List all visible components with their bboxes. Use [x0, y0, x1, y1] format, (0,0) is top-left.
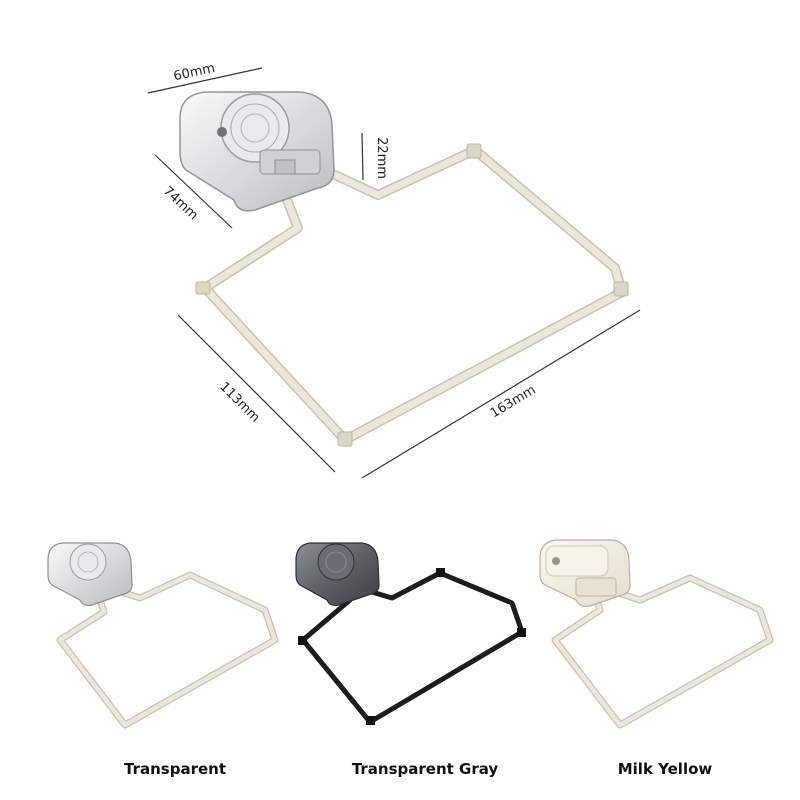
brand-logo-icon [217, 127, 227, 137]
brand-logo-icon [552, 557, 560, 565]
dim-width-label: 60mm [172, 61, 216, 84]
variant-label-transparent: Transparent [124, 760, 226, 778]
variant-milk-yellow [539, 539, 774, 729]
dim-height-label: 22mm [374, 137, 389, 179]
dim-depth-label: 74mm [160, 184, 201, 224]
dimension-lines [147, 67, 641, 479]
variant-label-transparent-gray: Transparent Gray [351, 760, 499, 778]
variant-transparent [47, 542, 279, 729]
main-suction-head [179, 91, 335, 212]
dim-side-label: 113mm [216, 379, 262, 425]
dim-front-label: 163mm [488, 383, 539, 422]
variant-label-milk-yellow: Milk Yellow [617, 760, 713, 778]
variant-transparent-gray [295, 542, 526, 725]
main-soap-holder [179, 91, 629, 447]
